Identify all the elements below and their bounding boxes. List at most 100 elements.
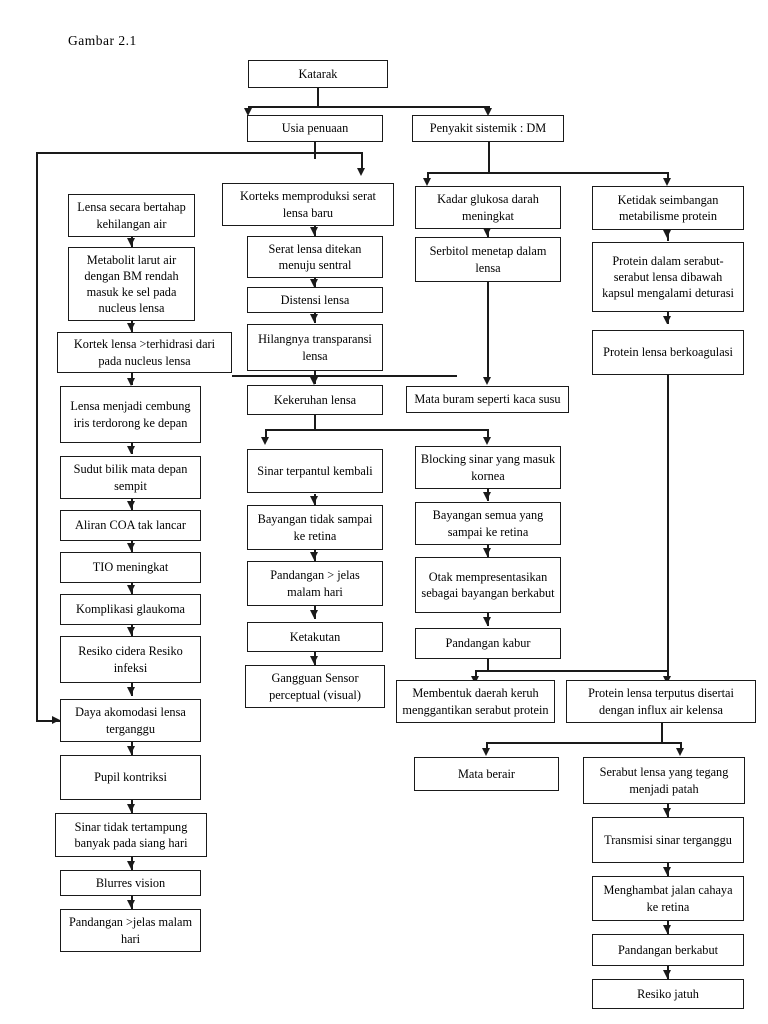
node-korteks-memproduksi[interactable]: Korteks memproduksi serat lensa baru xyxy=(222,183,394,226)
node-metabolit-larut-air[interactable]: Metabolit larut air dengan BM rendah mas… xyxy=(68,247,195,321)
node-sinar-terpantul-label: Sinar terpantul kembali xyxy=(257,463,373,478)
node-sinar-tidak-tertampung[interactable]: Sinar tidak tertampung banyak pada siang… xyxy=(55,813,207,857)
node-lensa-menjadi-cembung[interactable]: Lensa menjadi cembung iris terdorong ke … xyxy=(60,386,201,443)
node-sudut-bilik-mata[interactable]: Sudut bilik mata depan sempit xyxy=(60,456,201,499)
arrow-usia-to-korteks xyxy=(357,168,365,176)
node-aliran-coa[interactable]: Aliran COA tak lancar xyxy=(60,510,201,541)
node-pandangan-jelas-malam-2[interactable]: Pandangan >jelas malam hari xyxy=(60,909,201,952)
arrow-ketidak-to-proteinserabut xyxy=(663,230,671,238)
arrow-serabuttegang-to-transmisi xyxy=(663,808,671,816)
node-ketidak-seimbangan[interactable]: Ketidak seimbangan metabilisme protein xyxy=(592,186,744,230)
arrow-otak-to-pandangankabur xyxy=(483,617,491,625)
node-membentuk-daerah-keruh[interactable]: Membentuk daerah keruh menggantikan sera… xyxy=(396,680,555,723)
node-pandangan-kabur[interactable]: Pandangan kabur xyxy=(415,628,561,659)
arrow-resikocidera-to-daya xyxy=(127,687,135,695)
node-resiko-cidera-infeksi[interactable]: Resiko cidera Resiko infeksi xyxy=(60,636,201,683)
arrow-blurres-to-pandanganjelas2 xyxy=(127,900,135,908)
node-metabolit-larut-air-label: Metabolit larut air dengan BM rendah mas… xyxy=(84,252,179,316)
edge-split-to-mataberair xyxy=(486,742,488,752)
node-lensa-secara-bertahap[interactable]: Lensa secara bertahap kehilangan air xyxy=(68,194,195,237)
node-katarak[interactable]: Katarak xyxy=(248,60,388,88)
arrow-kekeruhan-to-sinar xyxy=(261,437,269,445)
node-ketakutan-label: Ketakutan xyxy=(289,629,341,644)
node-resiko-cidera-infeksi-label: Resiko cidera Resiko infeksi xyxy=(78,644,183,675)
node-serat-lensa-ditekan-label: Serat lensa ditekan menuju sentral xyxy=(268,241,362,272)
node-protein-dalam-serabut-label: Protein dalam serabut-serabut lensa diba… xyxy=(602,253,734,301)
node-blurres-vision[interactable]: Blurres vision xyxy=(60,870,201,896)
arrow-dm-to-ketidak xyxy=(663,178,671,186)
node-pandangan-berkabut[interactable]: Pandangan berkabut xyxy=(592,934,744,966)
node-blocking-sinar[interactable]: Blocking sinar yang masuk kornea xyxy=(415,446,561,489)
edge-dm-stem xyxy=(488,141,490,173)
edge-usia-to-daya xyxy=(36,720,60,722)
node-protein-lensa-berkoagulasi[interactable]: Protein lensa berkoagulasi xyxy=(592,330,744,375)
node-distensi-lensa[interactable]: Distensi lensa xyxy=(247,287,383,313)
edge-serbitol-to-mataburam xyxy=(487,282,489,378)
node-ketakutan[interactable]: Ketakutan xyxy=(247,622,383,652)
node-lensa-secara-bertahap-label: Lensa secara bertahap kehilangan air xyxy=(77,200,186,231)
node-kekeruhan-lensa-label: Kekeruhan lensa xyxy=(273,392,357,407)
node-gangguan-sensor-perceptual[interactable]: Gangguan Sensor perceptual (visual) xyxy=(245,665,385,708)
arrow-aliran-to-tio xyxy=(127,543,135,551)
node-mata-berair[interactable]: Mata berair xyxy=(414,757,559,791)
node-tio-meningkat[interactable]: TIO meningkat xyxy=(60,552,201,583)
node-hilangnya-transparansi-label: Hilangnya transparansi lensa xyxy=(258,332,372,363)
edge-split-to-proteinterputus xyxy=(667,670,669,680)
arrow-hilangnya-to-kekeruhan xyxy=(310,377,318,385)
node-usia-penuaan[interactable]: Usia penuaan xyxy=(247,115,383,142)
node-penyakit-sistemik-dm[interactable]: Penyakit sistemik : DM xyxy=(412,115,564,142)
node-sinar-tidak-tertampung-label: Sinar tidak tertampung banyak pada siang… xyxy=(74,819,188,850)
arrow-sinartidak-to-blurres xyxy=(127,861,135,869)
node-kekeruhan-lensa[interactable]: Kekeruhan lensa xyxy=(247,385,383,415)
arrow-split-to-serabuttegang xyxy=(676,748,684,756)
node-otak-mempresentasikan-label: Otak mempresentasikan sebagai bayangan b… xyxy=(421,569,555,600)
node-kortek-lensa-terhidrasi[interactable]: Kortek lensa >terhidrasi dari pada nucle… xyxy=(57,332,232,373)
node-pandangan-kabur-label: Pandangan kabur xyxy=(445,636,531,651)
node-sinar-terpantul[interactable]: Sinar terpantul kembali xyxy=(247,449,383,493)
node-daya-akomodasi-lensa[interactable]: Daya akomodasi lensa terganggu xyxy=(60,699,201,742)
edge-usia-split xyxy=(36,152,362,154)
node-pupil-kontriksi[interactable]: Pupil kontriksi xyxy=(60,755,201,800)
node-transmisi-sinar[interactable]: Transmisi sinar terganggu xyxy=(592,817,744,863)
node-mata-buram[interactable]: Mata buram seperti kaca susu xyxy=(406,386,569,413)
node-kadar-glukosa[interactable]: Kadar glukosa darah meningkat xyxy=(415,186,561,229)
node-pandangan-berkabut-label: Pandangan berkabut xyxy=(617,942,719,957)
node-komplikasi-glaukoma[interactable]: Komplikasi glaukoma xyxy=(60,594,201,625)
arrow-menghambat-to-pandanganberkabut xyxy=(663,925,671,933)
arrow-kadar-to-serbitol xyxy=(483,228,491,236)
node-resiko-jatuh-label: Resiko jatuh xyxy=(637,986,699,1001)
node-tio-meningkat-label: TIO meningkat xyxy=(92,560,169,575)
node-resiko-jatuh[interactable]: Resiko jatuh xyxy=(592,979,744,1009)
arrow-lensabertahap-to-metabolit xyxy=(127,238,135,246)
edge-kekeruhan-to-blocking xyxy=(487,429,489,439)
node-otak-mempresentasikan[interactable]: Otak mempresentasikan sebagai bayangan b… xyxy=(415,557,561,613)
node-menghambat-jalan-cahaya-label: Menghambat jalan cahaya ke retina xyxy=(603,883,733,914)
node-komplikasi-glaukoma-label: Komplikasi glaukoma xyxy=(76,602,185,617)
node-serabut-lensa-tegang[interactable]: Serabut lensa yang tegang menjadi patah xyxy=(583,757,745,804)
node-bayangan-semua-sampai[interactable]: Bayangan semua yang sampai ke retina xyxy=(415,502,561,545)
edge-pandangankabur-stem xyxy=(487,659,489,671)
node-blocking-sinar-label: Blocking sinar yang masuk kornea xyxy=(420,452,556,483)
node-serbitol-menetap[interactable]: Serbitol menetap dalam lensa xyxy=(415,237,561,282)
node-pupil-kontriksi-label: Pupil kontriksi xyxy=(94,770,167,785)
node-protein-lensa-terputus[interactable]: Protein lensa terputus disertai dengan i… xyxy=(566,680,756,723)
arrow-pandanganjelas-to-ketakutan xyxy=(310,610,318,618)
node-menghambat-jalan-cahaya[interactable]: Menghambat jalan cahaya ke retina xyxy=(592,876,744,921)
node-daya-akomodasi-lensa-label: Daya akomodasi lensa terganggu xyxy=(75,705,186,736)
node-bayangan-tidak-sampai[interactable]: Bayangan tidak sampai ke retina xyxy=(247,505,383,550)
arrow-metabolit-to-kortek xyxy=(127,323,135,331)
arrow-komplikasi-to-resikocidera xyxy=(127,627,135,635)
arrow-sudut-to-aliran xyxy=(127,501,135,509)
page-title: Gambar 2.1 xyxy=(68,33,137,48)
node-pandangan-jelas-malam[interactable]: Pandangan > jelas malam hari xyxy=(247,561,383,606)
node-kadar-glukosa-label: Kadar glukosa darah meningkat xyxy=(437,192,539,223)
node-serat-lensa-ditekan[interactable]: Serat lensa ditekan menuju sentral xyxy=(247,236,383,278)
node-protein-dalam-serabut[interactable]: Protein dalam serabut-serabut lensa diba… xyxy=(592,242,744,312)
edge-katarak-stem xyxy=(317,87,319,107)
node-kortek-lensa-terhidrasi-label: Kortek lensa >terhidrasi dari pada nucle… xyxy=(73,337,216,368)
node-hilangnya-transparansi[interactable]: Hilangnya transparansi lensa xyxy=(247,324,383,371)
node-gangguan-sensor-perceptual-label: Gangguan Sensor perceptual (visual) xyxy=(269,671,361,702)
arrow-usia-to-daya xyxy=(52,716,60,724)
arrow-pupil-to-sinartidak xyxy=(127,804,135,812)
